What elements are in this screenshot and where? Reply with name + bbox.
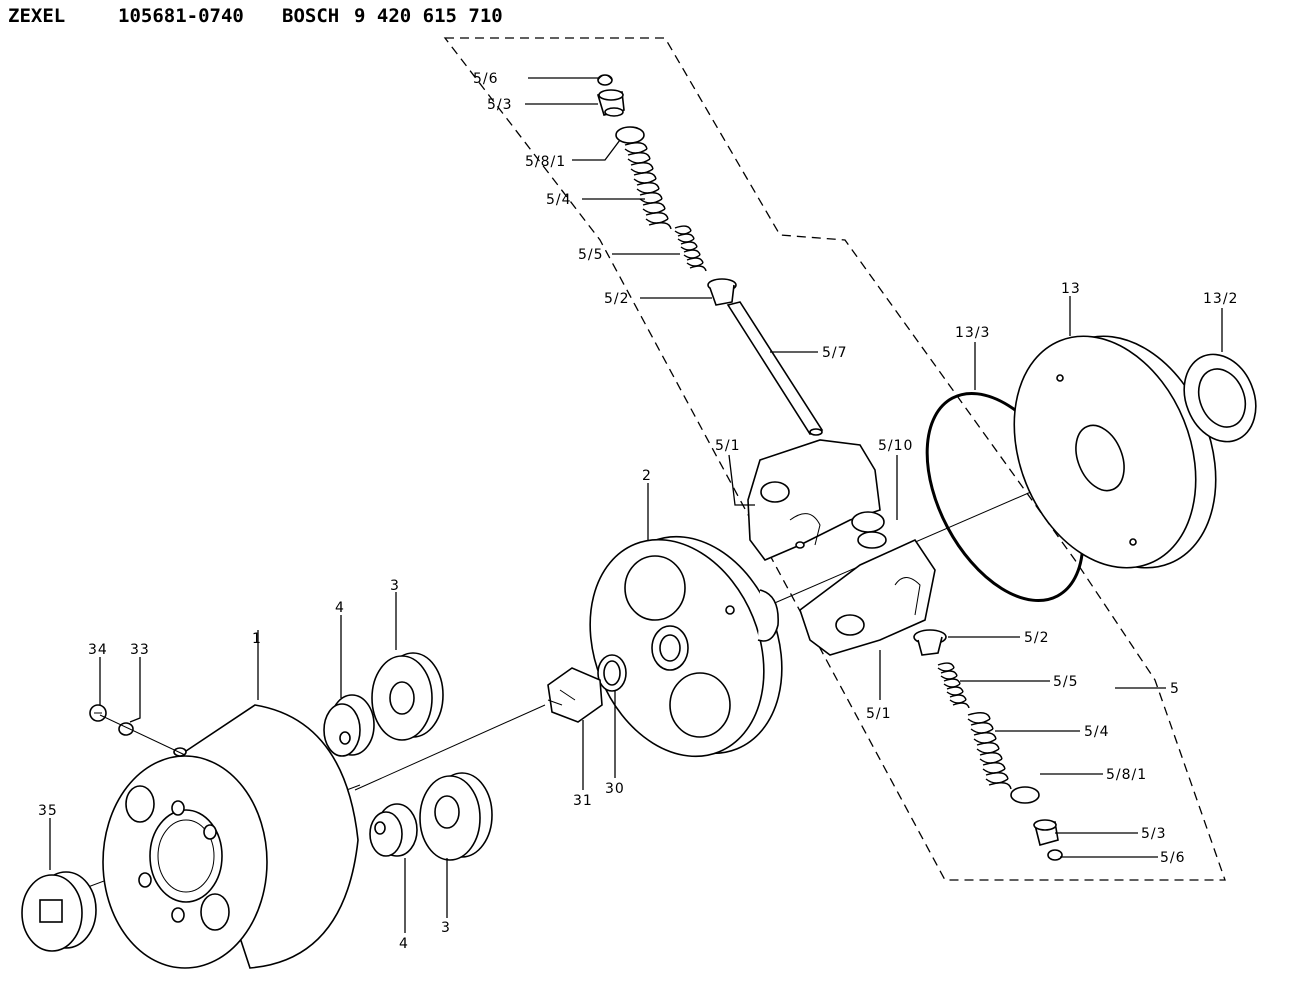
label-1: 1: [252, 631, 262, 647]
label-5-3-top: 5/3: [487, 97, 513, 113]
label-2: 2: [642, 468, 652, 484]
part-5-1-lower-housing: [799, 538, 936, 656]
label-5-5-top: 5/5: [578, 247, 604, 263]
label-5: 5: [1170, 681, 1180, 697]
part-5-7-rod: [726, 301, 824, 436]
part-2-plate: [589, 535, 783, 758]
label-30: 30: [605, 781, 625, 797]
label-5-2-bottom: 5/2: [1024, 630, 1050, 646]
part-5-6-bottom-clip: [1047, 849, 1063, 861]
label-5-5-bottom: 5/5: [1053, 674, 1079, 690]
label-13-3: 13/3: [955, 325, 990, 341]
leader-lines: [49, 77, 1223, 933]
label-5-6-bottom: 5/6: [1160, 850, 1186, 866]
label-3-top: 3: [390, 578, 400, 594]
label-4-top: 4: [335, 600, 345, 616]
label-34: 34: [88, 642, 108, 658]
part-13-cover: [1013, 335, 1217, 569]
part-5-10-ring: [851, 511, 887, 549]
screw-axis-line: [99, 714, 186, 756]
label-5-4-top: 5/4: [546, 192, 572, 208]
part-5-2-bottom-valve: [913, 629, 947, 656]
label-35: 35: [38, 803, 58, 819]
part-30-clip-ring: [597, 654, 627, 692]
part-5-5-top-spring: [674, 225, 707, 272]
label-3-bottom: 3: [441, 920, 451, 936]
label-13-2: 13/2: [1203, 291, 1238, 307]
label-5-10: 5/10: [878, 438, 913, 454]
part-4-top-plug: [323, 694, 375, 757]
part-5-8-1-bottom-washer: [1010, 786, 1040, 804]
label-5-1-top: 5/1: [715, 438, 741, 454]
label-13: 13: [1061, 281, 1081, 297]
label-5-6-top: 5/6: [473, 71, 499, 87]
part-4-bottom-plug: [369, 803, 418, 857]
header-zexel-number: 105681-0740: [118, 5, 244, 27]
part-5-4-bottom-spring: [967, 712, 1012, 790]
part-5-3-bottom-valve: [1033, 819, 1059, 846]
part-3-bottom-cap: [419, 772, 493, 861]
label-5-2-top: 5/2: [604, 291, 630, 307]
header-brand-zexel: ZEXEL: [8, 5, 65, 27]
label-5-7: 5/7: [822, 345, 848, 361]
label-4-bottom: 4: [399, 936, 409, 952]
part-5-3-top-valve: [596, 89, 625, 117]
part-1-housing: [102, 704, 359, 969]
part-5-1-upper-housing: [747, 439, 881, 561]
assembly-5-outline: [443, 37, 1226, 881]
label-33: 33: [130, 642, 150, 658]
label-5-8-1-bottom: 5/8/1: [1106, 767, 1147, 783]
part-5-4-top-spring: [624, 142, 672, 230]
label-31: 31: [573, 793, 593, 809]
part-13-2-seal: [1183, 353, 1257, 443]
part-3-top-cap: [371, 652, 444, 741]
label-5-3-bottom: 5/3: [1141, 826, 1167, 842]
label-5-8-1-top: 5/8/1: [525, 154, 566, 170]
part-31-nut: [547, 667, 603, 723]
label-5-1-bottom: 5/1: [866, 706, 892, 722]
header-brand-bosch: BOSCH: [282, 5, 339, 27]
part-34-screw: [89, 704, 107, 722]
label-5-4-bottom: 5/4: [1084, 724, 1110, 740]
part-35-plug: [21, 871, 97, 952]
header-bosch-number: 9 420 615 710: [354, 5, 503, 27]
part-5-2-top-valve: [707, 278, 737, 306]
part-5-5-bottom-spring: [937, 662, 970, 709]
part-5-6-top-clip: [597, 74, 613, 86]
